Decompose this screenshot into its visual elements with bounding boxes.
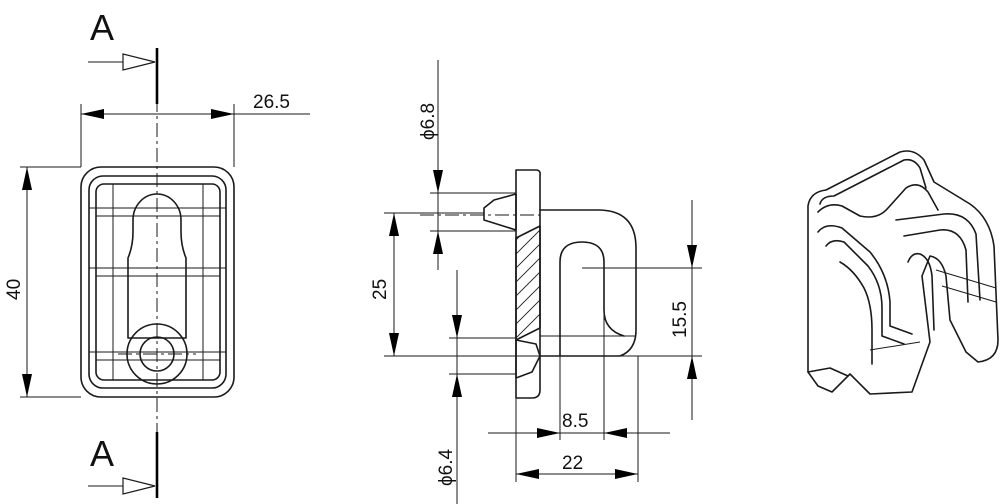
iso-top-edge <box>819 158 927 205</box>
dim-height: 40 <box>4 166 81 398</box>
section-lower-stud <box>515 339 541 379</box>
front-view: A A 26.5 <box>4 7 310 498</box>
dim-slot-width: 8.5 <box>488 268 670 440</box>
dim-width-label: 26.5 <box>253 92 290 113</box>
dim-side-height: 25 <box>370 212 540 357</box>
section-flange <box>515 169 541 399</box>
section-hatch-border <box>515 225 541 341</box>
front-body-rim <box>95 183 221 381</box>
dim-slot-height-label: 15.5 <box>670 301 691 338</box>
dim-slot-width-label: 8.5 <box>562 411 588 432</box>
iso-front-curve <box>817 224 913 335</box>
iso-slot-inner <box>903 229 969 303</box>
front-feature-lines <box>89 184 226 380</box>
iso-base-notch <box>807 367 849 377</box>
iso-front-curve-inner <box>825 239 905 345</box>
dim-dia-top: ϕ6.8 <box>418 60 516 270</box>
iso-edge-b <box>941 285 997 303</box>
front-keyhole-slot <box>127 193 187 339</box>
dim-side-height-label: 25 <box>370 279 391 300</box>
iso-edge-c <box>869 341 921 351</box>
dim-depth-label: 22 <box>562 453 583 474</box>
section-arrow-top <box>88 53 156 71</box>
dim-dia-top-label: ϕ6.8 <box>418 103 439 140</box>
front-body-outline <box>80 166 235 398</box>
dim-depth: 22 <box>515 356 639 482</box>
iso-silhouette <box>807 150 999 395</box>
iso-notch-edge <box>817 184 939 218</box>
iso-slot-cut <box>907 252 935 331</box>
dim-width: 26.5 <box>80 92 310 167</box>
dim-dia-bottom: ϕ6.4 <box>436 270 516 504</box>
iso-view <box>807 150 999 395</box>
section-arrow-bottom <box>88 477 156 495</box>
section-slot <box>559 241 625 357</box>
section-view: ϕ6.8 25 ϕ6.4 15.5 <box>370 60 702 504</box>
section-letter-top: A <box>90 7 114 48</box>
dim-slot-height: 15.5 <box>582 200 702 420</box>
section-letter-bottom: A <box>90 433 114 474</box>
iso-slot-top <box>895 213 981 301</box>
section-hatch <box>516 226 540 340</box>
section-arm <box>539 209 637 357</box>
section-upper-stud <box>483 193 517 231</box>
front-body-inner <box>88 175 227 389</box>
dim-height-label: 40 <box>4 279 25 300</box>
dim-dia-bottom-label: ϕ6.4 <box>436 449 457 486</box>
iso-front-curve-lower <box>839 261 873 365</box>
iso-edge-a <box>935 269 997 289</box>
